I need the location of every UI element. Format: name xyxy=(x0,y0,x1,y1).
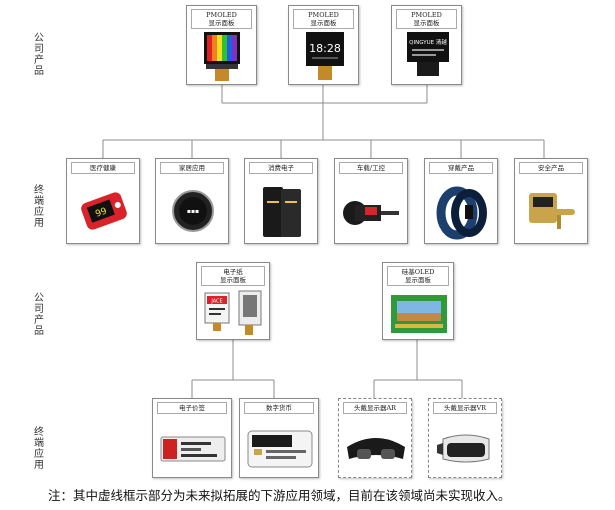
automotive-device-image xyxy=(343,201,399,225)
app-home: 家居应用 ▪▪▪ xyxy=(155,158,229,244)
product-epaper: 电子纸 显示面板 JACE xyxy=(196,262,270,340)
svg-text:99: 99 xyxy=(94,206,108,219)
app-label: 数字货币 xyxy=(244,402,314,414)
app-wearables: 穿戴产品 xyxy=(424,158,498,244)
shelf-label-image xyxy=(160,436,226,462)
side-label-terminal-apps: 终端应用 xyxy=(34,185,44,229)
vr-headset-image xyxy=(437,434,490,463)
clock-screen-text: 18:28 xyxy=(309,42,341,55)
epaper-display-image: JACE xyxy=(204,290,262,335)
wearable-device-image xyxy=(436,186,487,240)
mono-screen-text: QINGYUE 清越 xyxy=(409,38,447,46)
app-label: 头戴显示器VR xyxy=(433,402,497,414)
footnote: 注：其中虚线框示部分为未来拟拓展的下游应用领域，目前在该领域尚未实现收入。 xyxy=(48,488,511,503)
digital-currency-card-image xyxy=(247,430,313,468)
product-label: PMOLED 显示面板 xyxy=(396,9,457,29)
app-medical: 医疗健康 99 xyxy=(66,158,140,244)
product-pmoled-color: PMOLED 显示面板 xyxy=(186,5,257,85)
app-security: 安全产品 xyxy=(514,158,588,244)
security-device-image xyxy=(529,193,575,229)
side-label-terminal-apps: 终端应用 xyxy=(34,427,44,471)
side-label-company-products: 公司产品 xyxy=(34,293,44,337)
product-label: PMOLED 显示面板 xyxy=(293,9,354,29)
app-label: 医疗健康 xyxy=(71,162,135,174)
product-pmoled-clock: PMOLED 显示面板 18:28 xyxy=(288,5,359,85)
app-label: 家居应用 xyxy=(160,162,224,174)
app-label: 电子价签 xyxy=(157,402,227,414)
app-vr-headset: 头戴显示器VR xyxy=(428,398,502,478)
app-electronic-shelf-label: 电子价签 xyxy=(152,398,232,478)
product-label: 电子纸 显示面板 xyxy=(201,266,265,286)
app-digital-currency: 数字货币 xyxy=(239,398,319,478)
app-ar-headset: 头戴显示器AR xyxy=(338,398,412,478)
svg-text:▪▪▪: ▪▪▪ xyxy=(187,208,199,215)
epaper-tag-text: JACE xyxy=(210,299,222,305)
product-label: PMOLED 显示面板 xyxy=(191,9,252,29)
pmoled-mono-display-image: QINGYUE 清越 xyxy=(407,32,449,76)
product-micro-oled: 硅基OLED 显示面板 xyxy=(382,262,454,340)
app-consumer-electronics: 消费电子 xyxy=(244,158,318,244)
app-label: 消费电子 xyxy=(249,162,313,174)
product-pmoled-mono: PMOLED 显示面板 QINGYUE 清越 xyxy=(391,5,462,85)
side-label-company-products: 公司产品 xyxy=(34,33,44,77)
product-label: 硅基OLED 显示面板 xyxy=(387,266,449,286)
app-label: 穿戴产品 xyxy=(429,162,493,174)
medical-device-image: 99 xyxy=(81,192,127,230)
app-label: 头戴显示器AR xyxy=(343,402,407,414)
app-automotive-industrial: 车载/工控 xyxy=(334,158,408,244)
app-label: 安全产品 xyxy=(519,162,583,174)
pmoled-clock-display-image: 18:28 xyxy=(306,32,344,80)
micro-oled-display-image xyxy=(391,295,447,333)
app-label: 车载/工控 xyxy=(339,162,403,174)
ar-headset-image xyxy=(347,438,405,459)
consumer-electronics-image xyxy=(263,187,301,237)
pmoled-color-display-image xyxy=(204,32,240,81)
home-device-image: ▪▪▪ xyxy=(172,190,214,232)
